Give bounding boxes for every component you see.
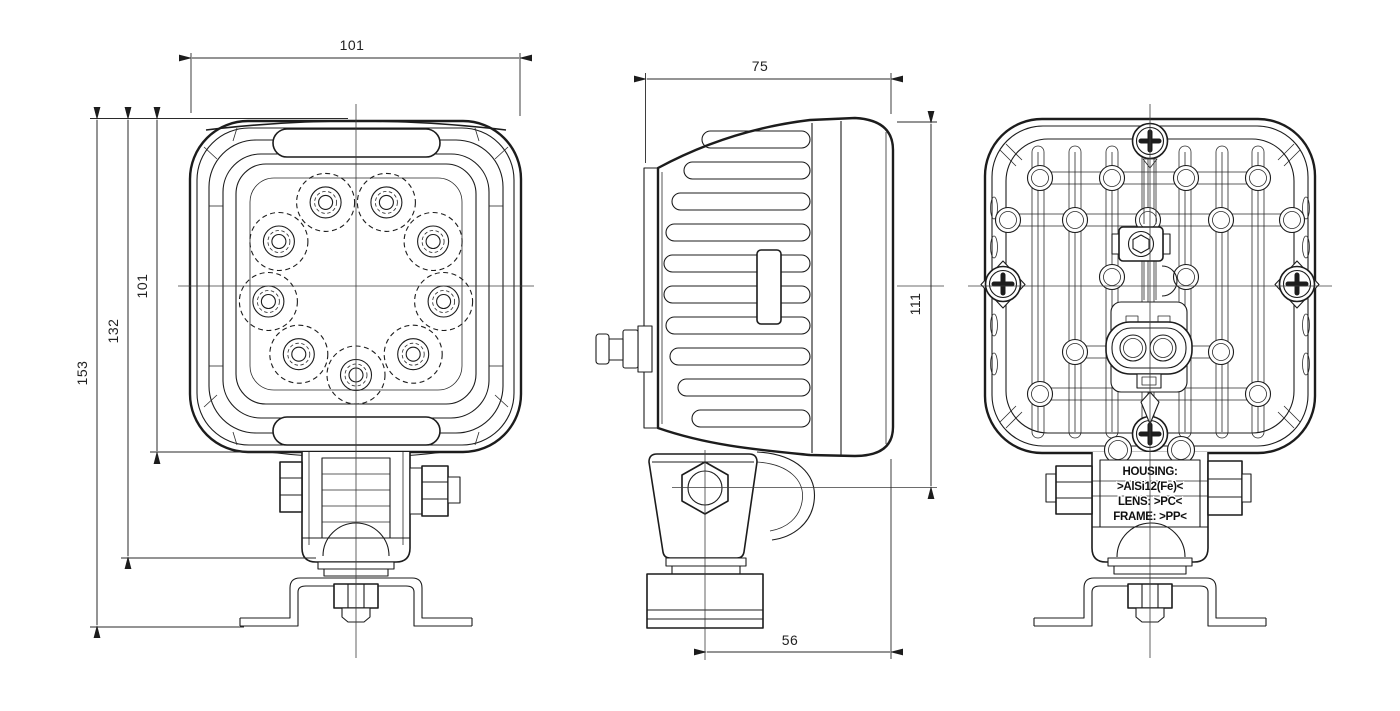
front-left-bolt <box>279 461 303 513</box>
side-connector <box>595 325 653 373</box>
front-top-slot <box>272 128 441 158</box>
rear-view: HOUSING: >AlSi12(Fe)< LENS: >PC< FRAME: … <box>968 104 1332 658</box>
material-label-line2: >AlSi12(Fe)< <box>1117 481 1184 493</box>
phillips-screw-icon <box>986 267 1021 302</box>
material-label-line4: FRAME: >PP< <box>1113 511 1187 523</box>
side-bracket <box>646 451 815 629</box>
side-dimensions: 75 111 56 <box>634 58 937 659</box>
rear-hex-screw <box>1111 226 1171 262</box>
dim-front-width: 101 <box>340 37 365 53</box>
front-dimensions: 101 101 132 153 <box>74 37 532 638</box>
front-bottom-slot <box>272 416 441 446</box>
dim-side-offset: 56 <box>782 632 799 648</box>
side-fins <box>663 130 811 428</box>
dim-front-height-to-mount: 132 <box>105 319 121 344</box>
rear-left-bolt <box>1055 465 1093 515</box>
dim-side-depth: 75 <box>752 58 769 74</box>
side-rear-plate <box>643 167 659 429</box>
side-view <box>595 116 944 660</box>
rear-corner-ribs <box>990 143 1310 429</box>
dim-side-height: 111 <box>907 293 923 316</box>
dim-front-body-height: 101 <box>134 274 150 299</box>
side-center-boss <box>756 249 782 325</box>
front-right-bolt <box>421 465 449 517</box>
rear-right-bolt <box>1207 460 1243 516</box>
front-view <box>178 104 534 658</box>
front-housing-outline <box>188 119 523 454</box>
dim-front-overall-height: 153 <box>74 361 90 386</box>
material-label-line3: LENS: >PC< <box>1118 496 1183 508</box>
phillips-screw-icon <box>1280 267 1315 302</box>
